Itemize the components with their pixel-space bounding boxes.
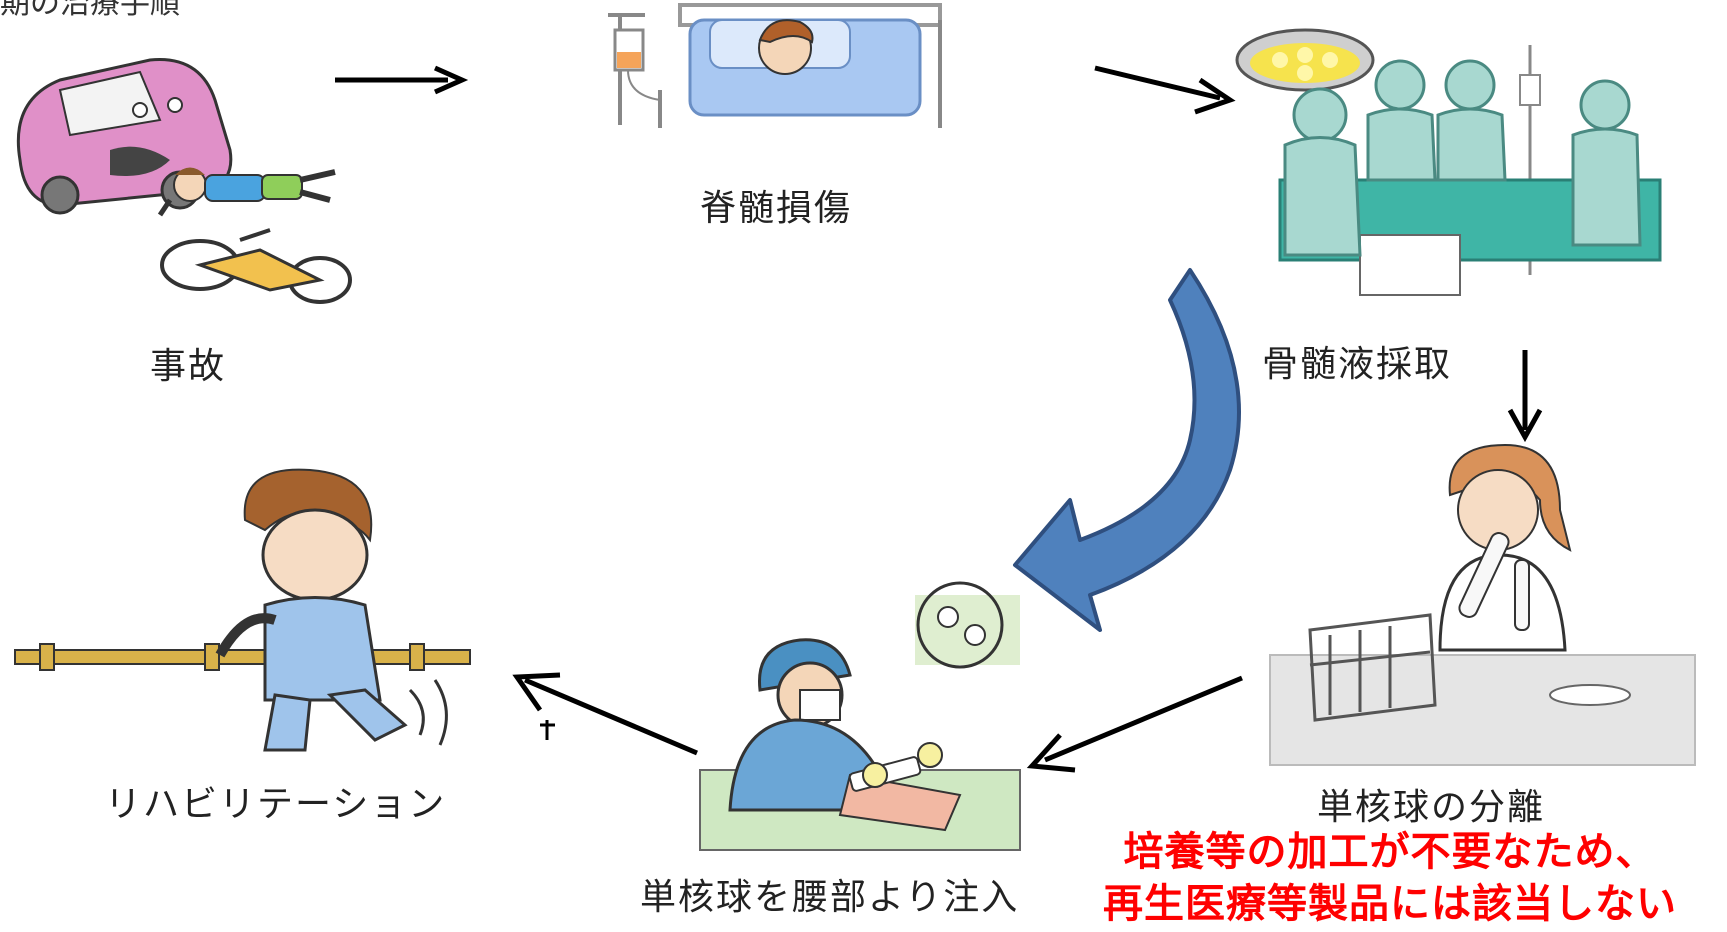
step-label-injury: 脊髄損傷 bbox=[700, 188, 853, 229]
bicycle-icon bbox=[160, 228, 352, 304]
step-label-accident: 事故 bbox=[150, 346, 227, 387]
lab-separation-illustration bbox=[1269, 443, 1696, 766]
arrow-collection-to-separation bbox=[1507, 350, 1543, 443]
fallen-boy-icon bbox=[157, 167, 336, 217]
curved-blue-arrow bbox=[1013, 268, 1241, 632]
arrow-injury-to-collection bbox=[1094, 65, 1236, 115]
regulatory-note: 培養等の加工が不要なため、 再生医療等製品には該当しない bbox=[1060, 826, 1720, 930]
regulatory-note-line2: 再生医療等製品には該当しない bbox=[1103, 881, 1677, 927]
boy-walking-icon bbox=[215, 468, 448, 752]
surgery-illustration bbox=[1235, 28, 1662, 296]
step-label-injection: 単核球を腰部より注入 bbox=[640, 877, 1020, 918]
regulatory-note-line1: 培養等の加工が不要なため、 bbox=[1123, 829, 1657, 875]
test-tube-rack-icon bbox=[1308, 613, 1437, 722]
arrow-separation-to-injection bbox=[1026, 675, 1243, 773]
hospital-bed-illustration bbox=[608, 3, 942, 128]
top-partial-text: 期の治療手順 bbox=[0, 0, 180, 21]
lab-technician-icon bbox=[1438, 443, 1572, 652]
arrow-injection-to-rehab bbox=[512, 672, 698, 756]
step-label-separation: 単核球の分離 bbox=[1317, 787, 1546, 828]
step-label-rehab: リハビリテーション bbox=[105, 784, 447, 825]
rehabilitation-illustration bbox=[14, 468, 471, 752]
syringe-icon bbox=[848, 742, 943, 792]
parallel-bar-icon bbox=[14, 643, 471, 671]
step-label-collection: 骨髄液採取 bbox=[1262, 344, 1453, 385]
arrow-accident-to-injury bbox=[335, 65, 469, 95]
surgeons-icon bbox=[1283, 59, 1642, 257]
accident-illustration bbox=[16, 58, 352, 304]
operating-light-icon bbox=[1235, 28, 1375, 92]
injection-illustration bbox=[699, 581, 1021, 851]
